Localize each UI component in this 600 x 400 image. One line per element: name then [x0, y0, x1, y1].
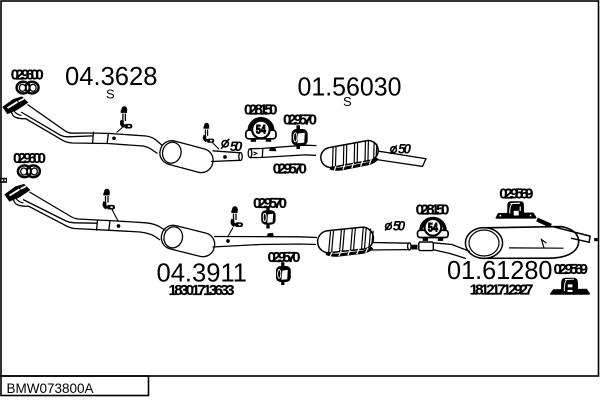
- svg-text:02.9570: 02.9570: [273, 161, 307, 178]
- svg-text:02.9570: 02.9570: [253, 195, 287, 212]
- svg-text:02.8150: 02.8150: [244, 101, 278, 118]
- svg-text:50: 50: [393, 219, 406, 234]
- svg-text:18301713633: 18301713633: [169, 282, 235, 299]
- svg-text:18121712927: 18121712927: [470, 282, 534, 299]
- svg-text:02.9600: 02.9600: [13, 150, 46, 167]
- svg-text:04.3628: 04.3628: [65, 63, 158, 91]
- svg-text:S: S: [343, 94, 352, 109]
- svg-text:01.61280: 01.61280: [447, 257, 553, 285]
- svg-text:02.9569: 02.9569: [554, 261, 589, 278]
- svg-text:04.3911: 04.3911: [157, 260, 248, 288]
- svg-text:02.9570: 02.9570: [283, 112, 317, 129]
- svg-text:02.9600: 02.9600: [11, 67, 44, 84]
- svg-text:02.9570: 02.9570: [268, 249, 301, 266]
- svg-text:S: S: [106, 87, 115, 102]
- svg-text:50: 50: [398, 142, 411, 157]
- svg-text:02.8150: 02.8150: [416, 202, 450, 219]
- svg-text:50: 50: [230, 139, 243, 155]
- svg-text:01.56030: 01.56030: [298, 73, 402, 101]
- svg-text:BMW073800A: BMW073800A: [7, 381, 94, 396]
- svg-text:54: 54: [428, 221, 438, 235]
- svg-text:02.9569: 02.9569: [499, 186, 533, 203]
- svg-text:54: 54: [256, 123, 266, 137]
